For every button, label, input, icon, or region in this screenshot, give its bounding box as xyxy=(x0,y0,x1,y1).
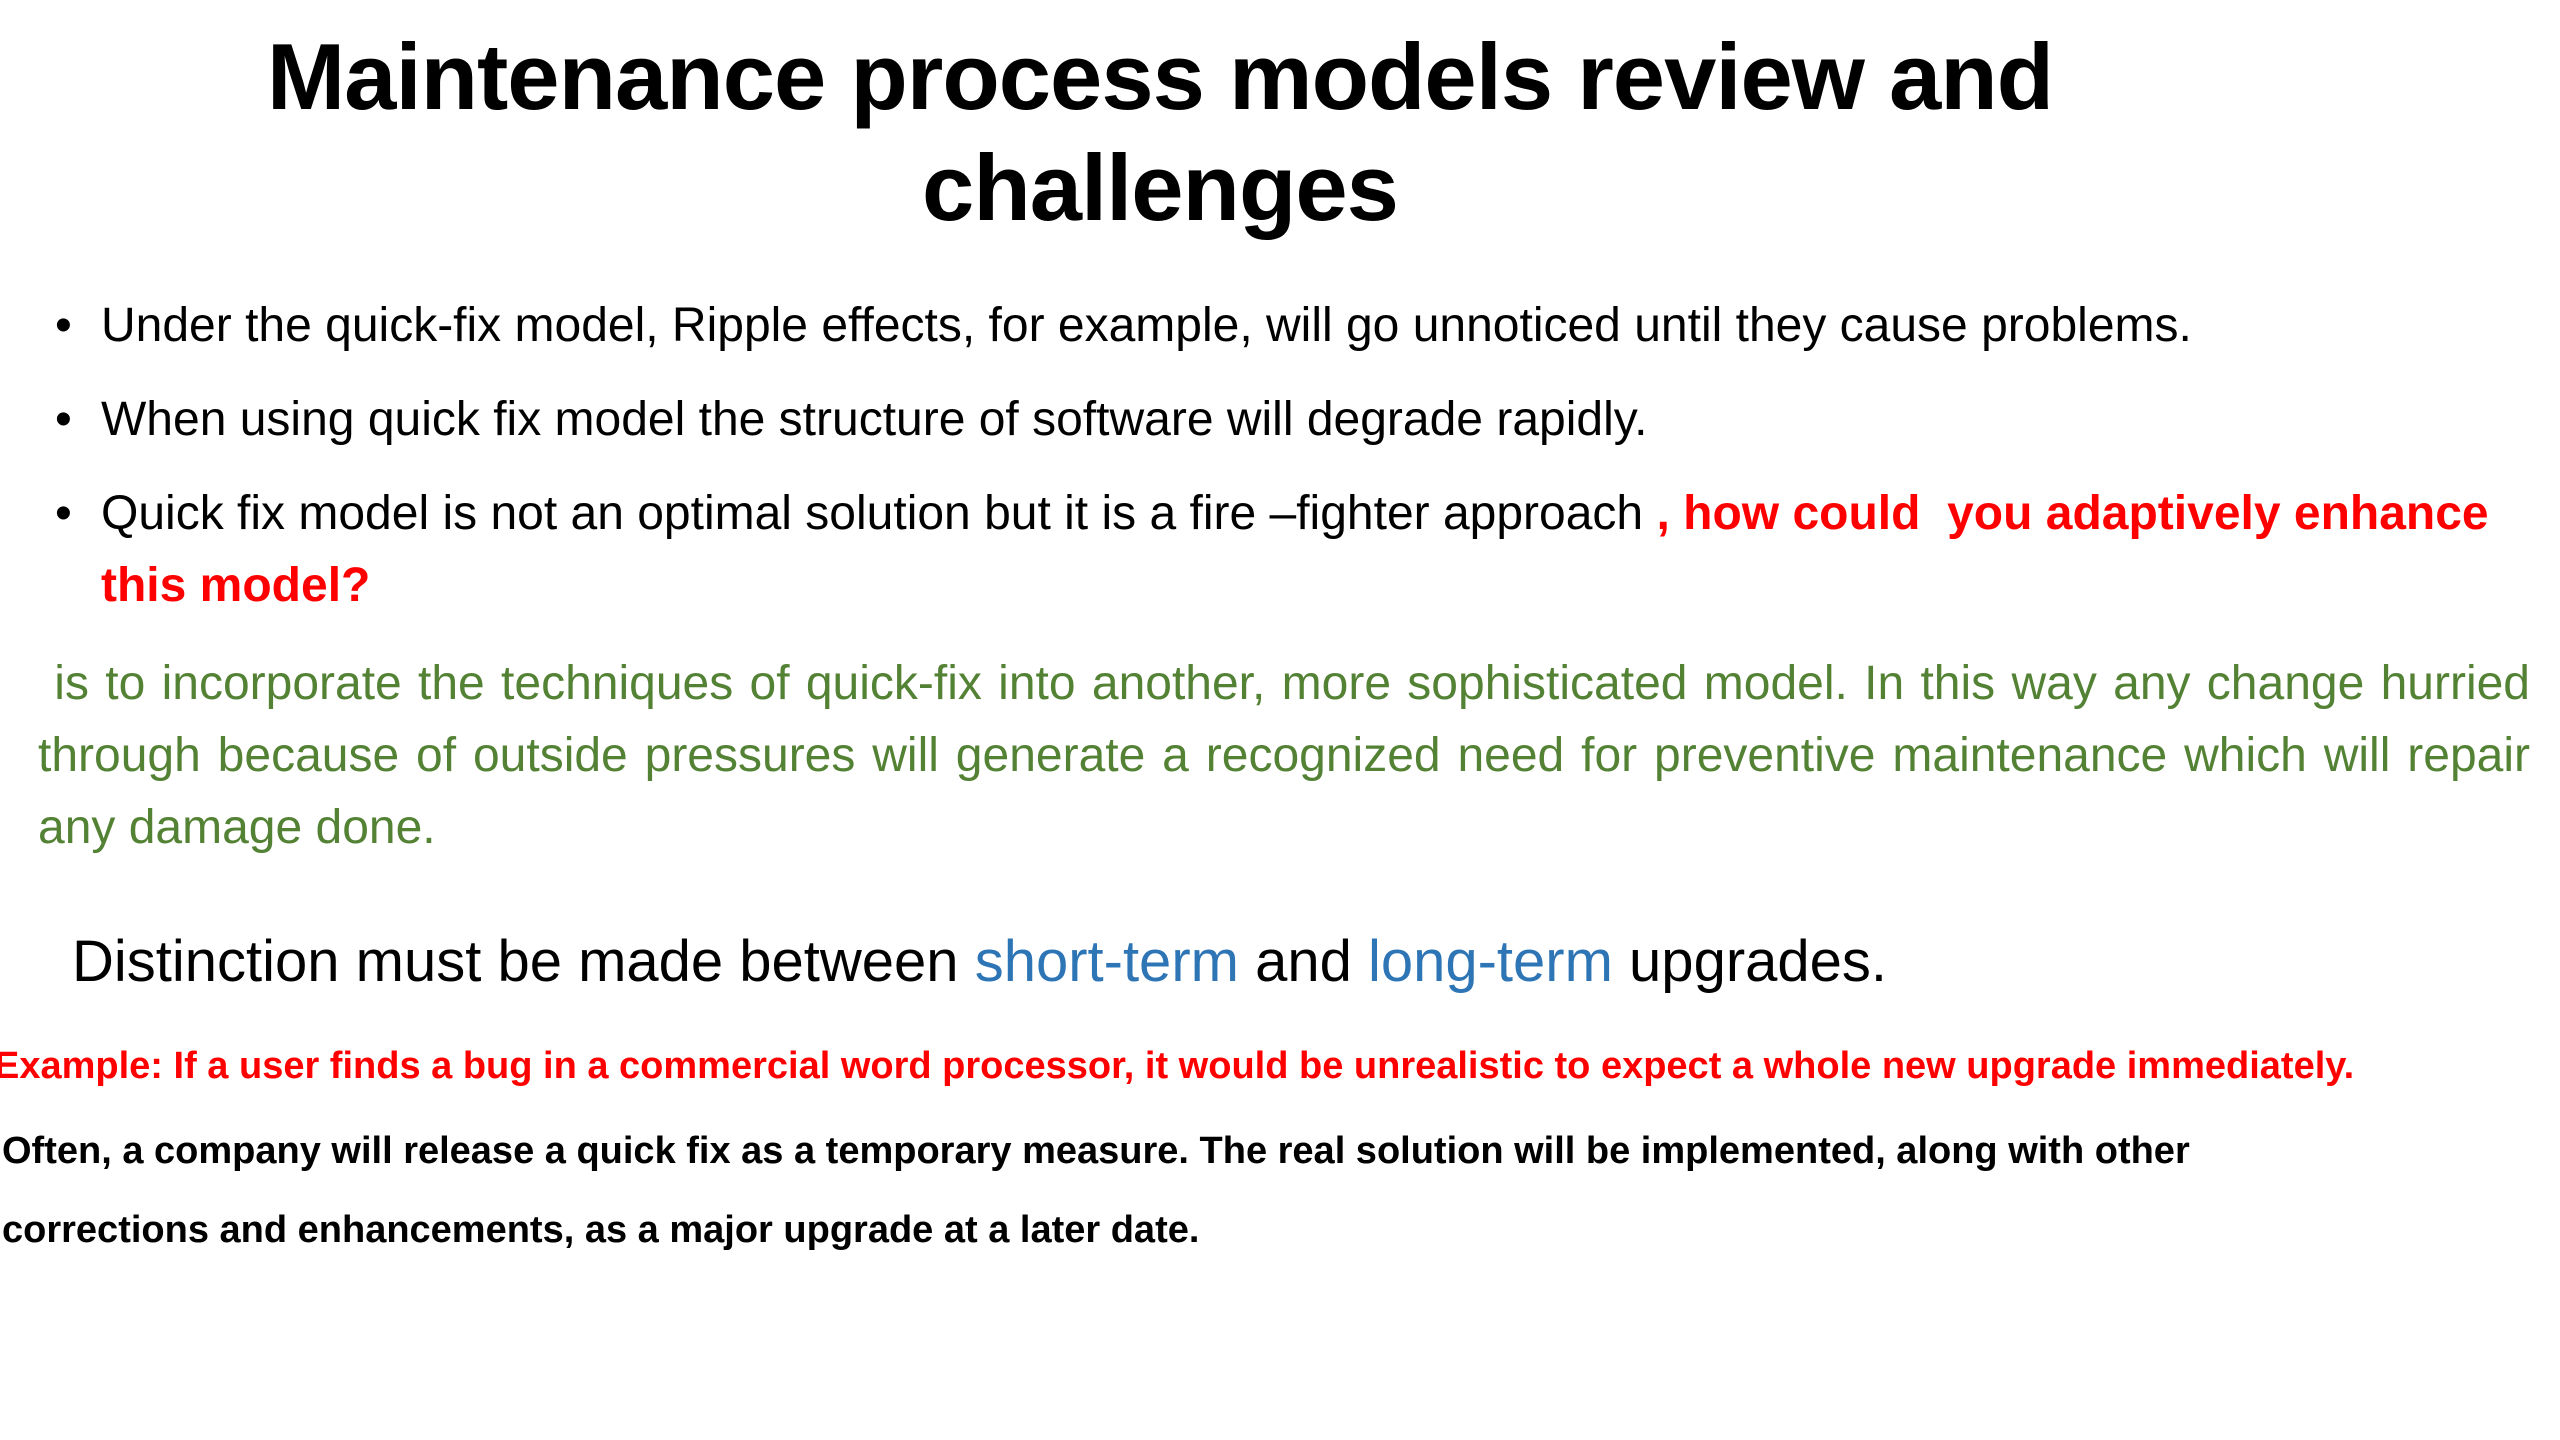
bullet-text-3: Quick fix model is not an optimal soluti… xyxy=(101,478,2520,622)
bullet-icon: • xyxy=(55,392,72,446)
bullet-icon: • xyxy=(55,298,72,352)
bullet-item-2: • When using quick fix model the structu… xyxy=(55,384,2520,456)
distinction-line: Distinction must be made between short-t… xyxy=(72,928,2560,995)
distinction-suffix: upgrades. xyxy=(1612,928,1888,994)
presentation-slide: Maintenance process models review and ch… xyxy=(0,22,2560,1440)
bullet-text-3-black: Quick fix model is not an optimal soluti… xyxy=(101,486,1657,540)
bullet-text-2: When using quick fix model the structure… xyxy=(101,392,1648,446)
footer-line-1: Often, a company will release a quick fi… xyxy=(2,1129,2190,1172)
bullet-text-3-red-question: , how could you adaptively enhance this … xyxy=(101,486,2502,612)
slide-title: Maintenance process models review and ch… xyxy=(266,24,2054,240)
long-term-text: long-term xyxy=(1367,928,1613,994)
footer-line-2: corrections and enhancements, as a major… xyxy=(2,1208,1200,1251)
bullet-list: • Under the quick-fix model, Ripple effe… xyxy=(55,290,2520,622)
bullet-item-1: • Under the quick-fix model, Ripple effe… xyxy=(55,290,2520,362)
bullet-text-1: Under the quick-fix model, Ripple effect… xyxy=(101,298,2192,352)
green-answer-paragraph: is to incorporate the techniques of quic… xyxy=(38,656,2544,854)
bullet-icon: • xyxy=(55,486,72,540)
distinction-prefix: Distinction must be made between xyxy=(72,928,975,994)
bullet-item-3: • Quick fix model is not an optimal solu… xyxy=(55,478,2520,622)
distinction-connector: and xyxy=(1238,928,1368,994)
short-term-text: short-term xyxy=(974,928,1239,994)
example-line: Example: If a user finds a bug in a comm… xyxy=(0,1044,2355,1087)
